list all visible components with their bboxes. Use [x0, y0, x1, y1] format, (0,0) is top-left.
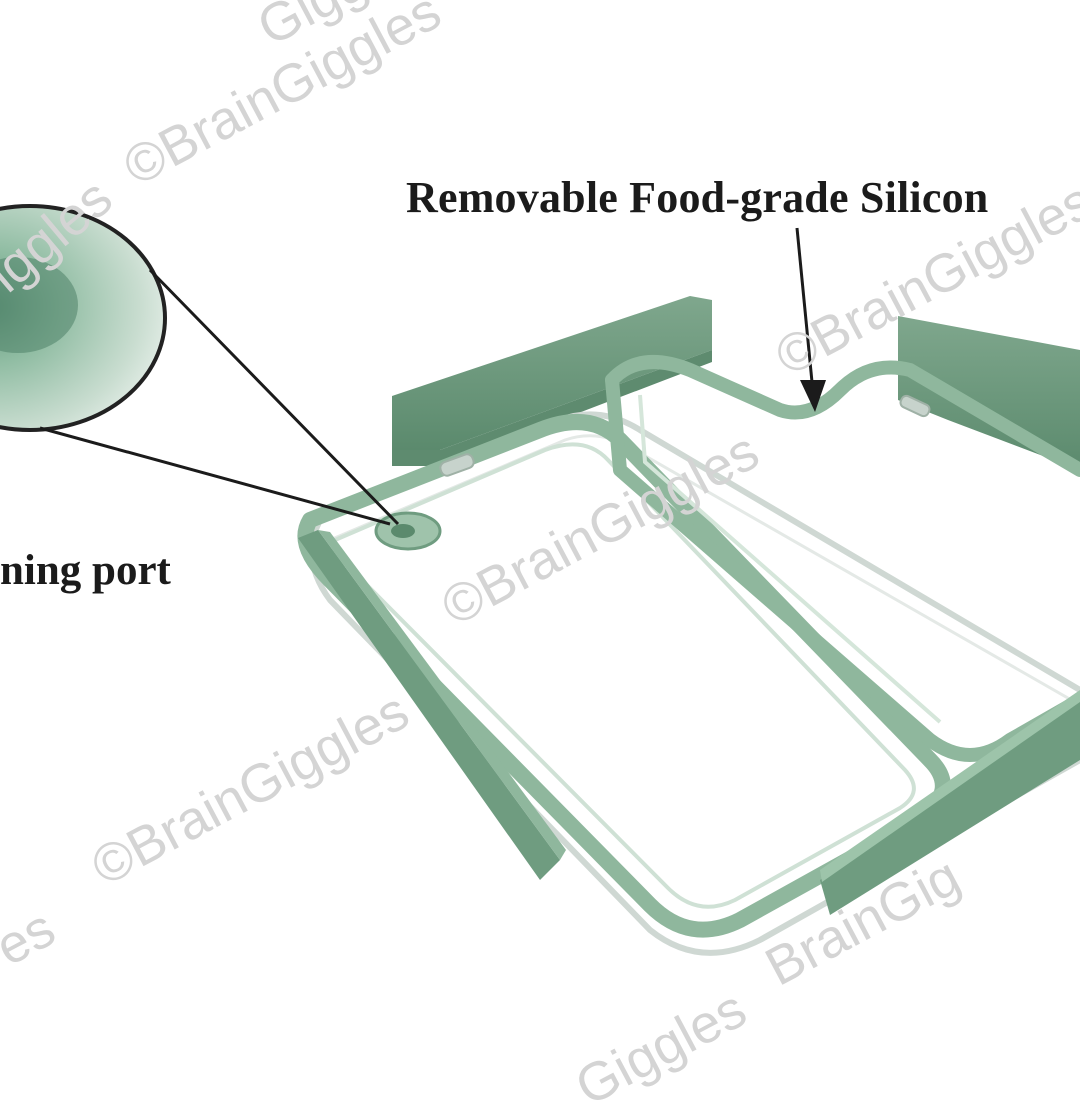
- back-right-clip: [898, 316, 1080, 470]
- front-left-clip: [298, 530, 566, 880]
- product-photo: [0, 204, 1080, 956]
- right-compartment-seal: [605, 355, 1080, 762]
- draining-port: [374, 511, 442, 551]
- port-magnifier: [0, 204, 167, 432]
- silicone-seal-label: Removable Food-grade Silicon: [406, 173, 989, 222]
- draining-port-label: ning port: [0, 547, 171, 594]
- seal-arrow: [795, 227, 826, 412]
- callout-lines: [39, 268, 400, 526]
- front-right-clip: [820, 690, 1080, 915]
- hinge-pins: [439, 394, 931, 477]
- back-left-clip: [392, 296, 712, 466]
